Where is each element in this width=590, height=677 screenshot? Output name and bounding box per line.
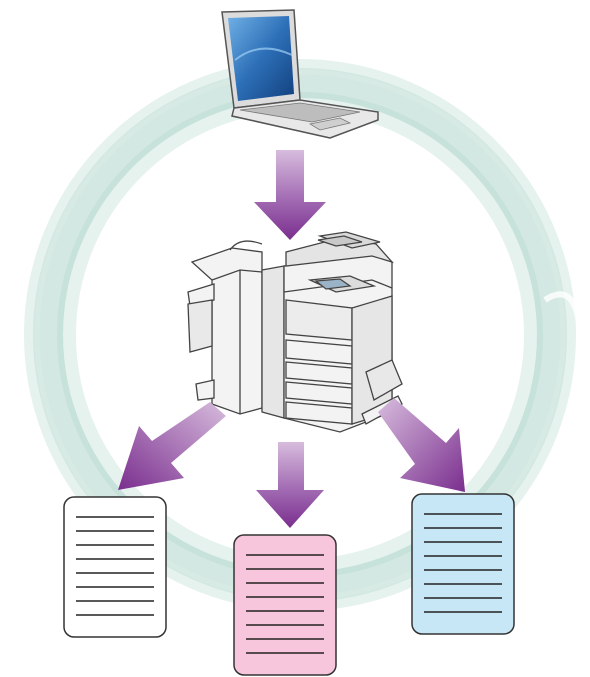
multifunction-printer-icon xyxy=(187,231,403,433)
arrow-to-document-right xyxy=(378,398,465,492)
document-icon-pink xyxy=(233,534,337,676)
document-icon-blue xyxy=(411,493,515,635)
document-icon-white xyxy=(63,496,167,638)
arrow-to-printer xyxy=(254,150,326,240)
arrow-to-document-left xyxy=(118,402,226,490)
laptop-icon xyxy=(221,9,379,139)
arrow-to-document-middle xyxy=(256,442,324,528)
